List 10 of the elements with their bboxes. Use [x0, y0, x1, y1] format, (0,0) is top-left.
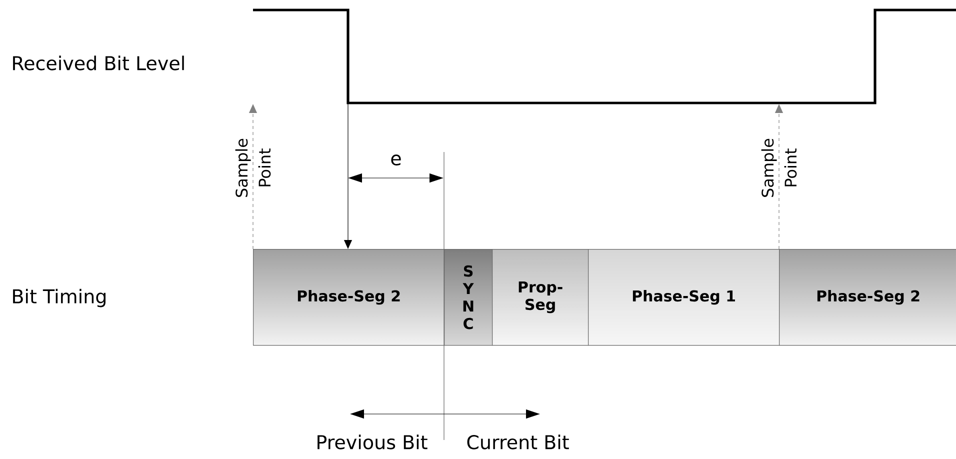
row-label: Bit Timing: [13, 288, 106, 308]
bit-label: Previous Bit: [318, 434, 428, 450]
sample-point-label: Sample Point: [235, 138, 271, 197]
sync-segment: S Y N C: [444, 249, 493, 346]
segment-box: Phase-Seg 1: [588, 249, 780, 346]
segment-box: Phase-Seg 2: [779, 249, 956, 346]
row-label: Received Bit Level: [13, 56, 184, 70]
dimension-label: e: [391, 154, 401, 166]
sample-point-label: Sample Point: [761, 138, 797, 197]
bit-label: Current Bit: [467, 434, 569, 450]
